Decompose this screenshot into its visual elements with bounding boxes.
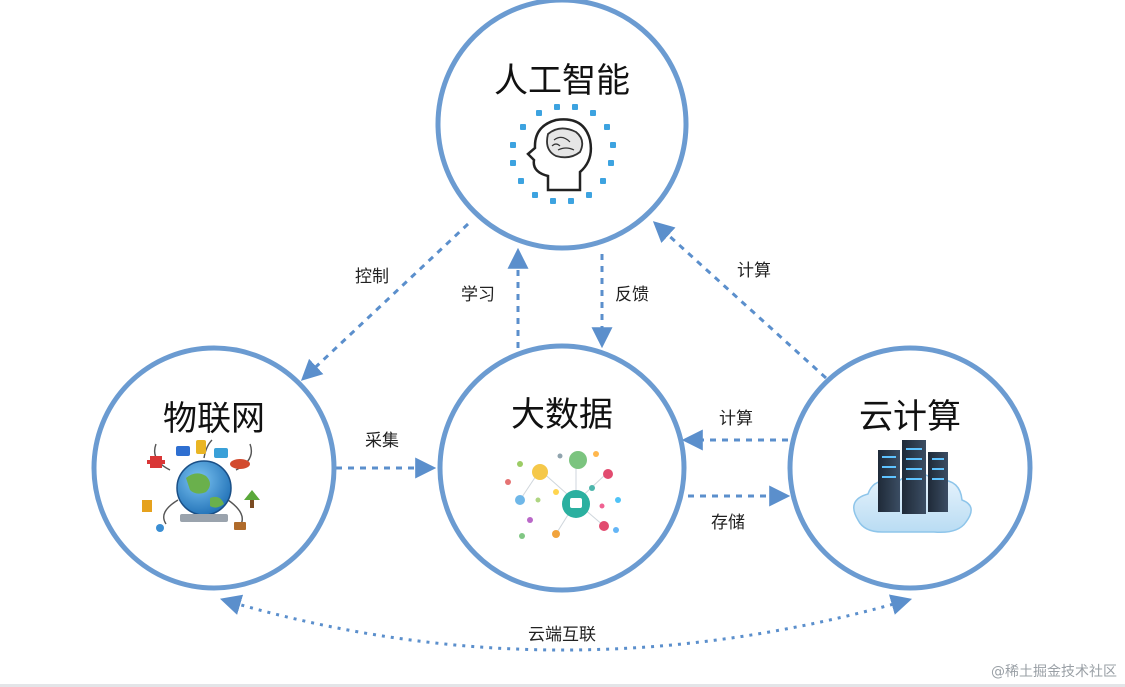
node-bigdata: 大数据 [437, 343, 687, 593]
label-storage: 存储 [711, 513, 745, 533]
node-iot-title: 物联网 [163, 399, 265, 439]
label-control: 控制 [355, 267, 389, 287]
node-ai-title: 人工智能 [494, 61, 630, 101]
node-cloud-title: 云计算 [859, 397, 961, 437]
edge-labels: 控制 学习 反馈 计算 采集 计算 存储 云端互联 [355, 261, 771, 645]
node-iot: 物联网 [91, 345, 337, 591]
label-cloud-link: 云端互联 [528, 625, 596, 645]
data-network-icon [505, 451, 621, 539]
globe-devices-icon [142, 439, 260, 532]
label-learn: 学习 [461, 285, 495, 305]
edges [219, 221, 913, 652]
node-bigdata-circle [437, 343, 687, 593]
bottom-rule [0, 684, 1125, 687]
label-collect: 采集 [365, 431, 399, 451]
edge-compute-ai [652, 221, 828, 380]
node-cloud: 云计算 [787, 345, 1033, 591]
brain-head-icon [510, 104, 616, 204]
label-compute-ai: 计算 [737, 261, 771, 281]
edge-cloud-link [219, 594, 913, 652]
node-ai: 人工智能 [435, 0, 689, 251]
watermark: @稀土掘金技术社区 [991, 664, 1117, 680]
label-feedback: 反馈 [615, 285, 649, 305]
node-bigdata-title: 大数据 [511, 395, 613, 435]
cloud-server-icon [853, 440, 972, 534]
edge-control [300, 222, 470, 381]
label-compute-data: 计算 [719, 409, 753, 429]
